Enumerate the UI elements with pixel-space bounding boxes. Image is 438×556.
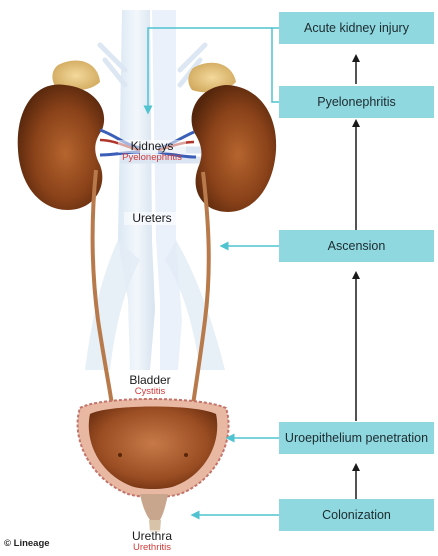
right-kidney xyxy=(157,62,277,212)
box-ascension: Ascension xyxy=(279,230,434,262)
box-label: Ascension xyxy=(327,239,386,253)
label-urethra-main: Urethra xyxy=(120,530,184,543)
ureters xyxy=(90,169,211,406)
label-bladder: Bladder Cystitis xyxy=(118,374,182,397)
label-kidneys-main: Kidneys xyxy=(118,140,186,153)
label-bladder-sub: Cystitis xyxy=(134,386,166,397)
box-label: Acute kidney injury xyxy=(304,21,409,35)
bladder xyxy=(76,398,230,532)
box-label: Pyelonephritis xyxy=(317,95,396,109)
flow-arrows xyxy=(143,27,360,520)
box-uroepithelium-penetration: Uroepithelium penetration xyxy=(279,422,434,454)
bracket-aki-pyelo xyxy=(271,27,279,103)
box-acute-kidney-injury: Acute kidney injury xyxy=(279,12,434,44)
box-pyelonephritis: Pyelonephritis xyxy=(279,86,434,118)
label-kidneys-sub: Pyelonephritis xyxy=(122,152,182,163)
label-kidneys: Kidneys Pyelonephritis xyxy=(118,140,186,163)
label-ureters: Ureters xyxy=(124,212,180,225)
credit-text: © Lineage xyxy=(4,538,50,549)
label-urethra: Urethra Urethritis xyxy=(120,530,184,553)
label-bladder-main: Bladder xyxy=(118,374,182,387)
box-label: Uroepithelium penetration xyxy=(284,431,429,445)
box-colonization: Colonization xyxy=(279,499,434,531)
label-ureters-main: Ureters xyxy=(124,212,180,225)
label-urethra-sub: Urethritis xyxy=(132,542,171,553)
box-label: Colonization xyxy=(322,508,391,522)
arrow-to-kidneys xyxy=(143,27,272,115)
